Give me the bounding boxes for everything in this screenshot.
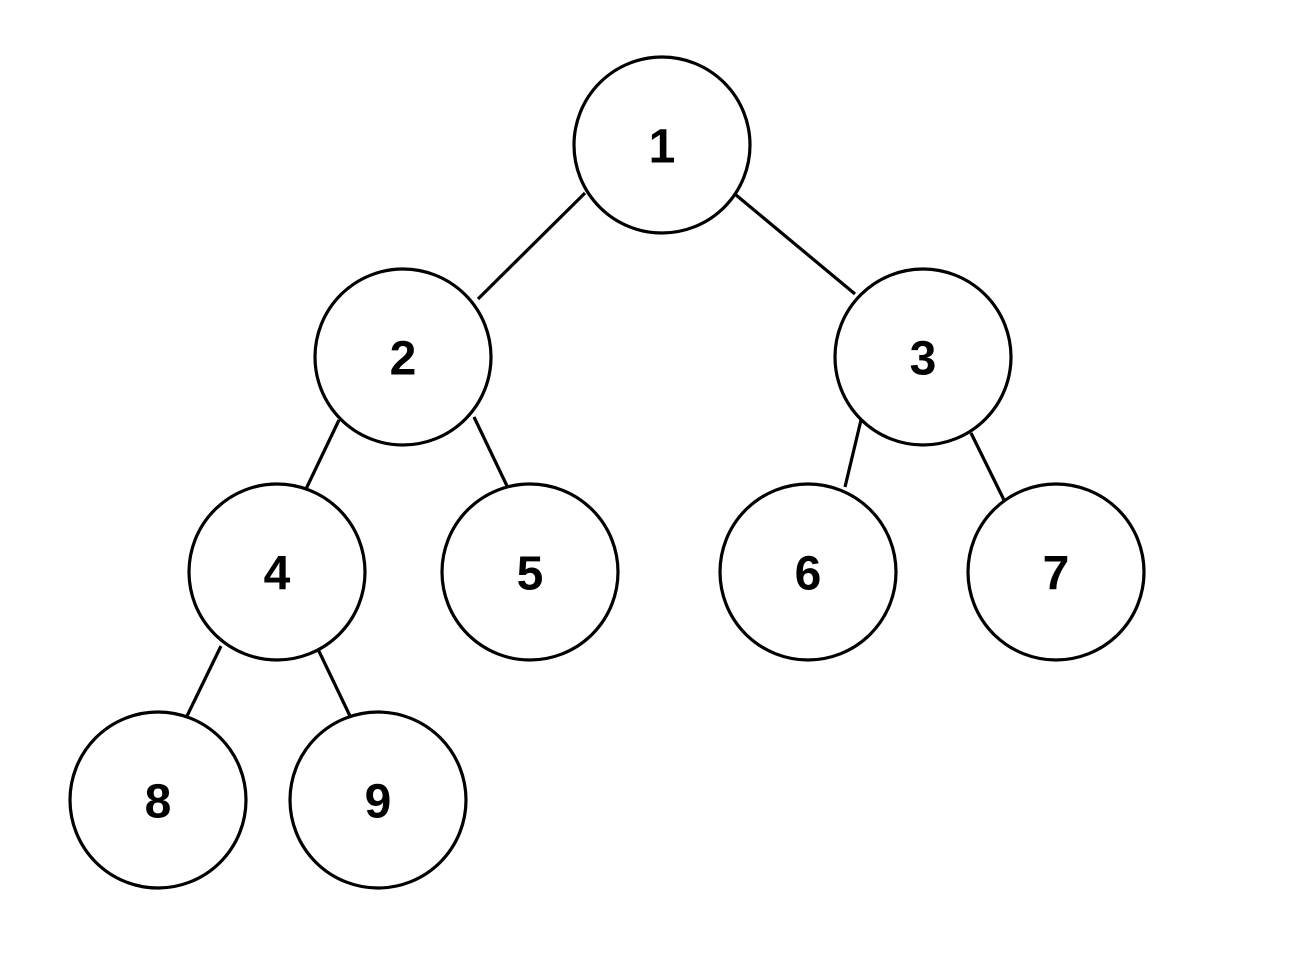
node-label: 1 (649, 121, 676, 174)
edge-1-2 (476, 191, 587, 301)
tree-node-2: 2 (313, 267, 493, 447)
node-label: 7 (1043, 548, 1070, 601)
node-circle (288, 710, 468, 890)
edge-3-7 (969, 432, 1006, 501)
node-label: 6 (795, 548, 822, 601)
edge-4-8 (185, 645, 223, 717)
node-label: 9 (365, 776, 392, 829)
node-circle (718, 482, 898, 662)
node-label: 3 (910, 333, 937, 386)
edge-3-6 (843, 419, 863, 488)
tree-node-7: 7 (966, 482, 1146, 662)
edge-2-5 (472, 416, 510, 489)
node-circle (440, 482, 620, 662)
tree-node-4: 4 (187, 482, 367, 662)
tree-node-3: 3 (833, 267, 1013, 447)
node-circle (187, 482, 367, 662)
tree-node-9: 9 (288, 710, 468, 890)
node-label: 2 (390, 333, 417, 386)
node-circle (313, 267, 493, 447)
tree-node-6: 6 (718, 482, 898, 662)
node-label: 5 (517, 548, 544, 601)
node-circle (966, 482, 1146, 662)
tree-node-8: 8 (68, 710, 248, 890)
edge-4-9 (314, 644, 352, 717)
node-label: 8 (145, 776, 172, 829)
node-circle (572, 55, 752, 235)
edge-1-3 (734, 193, 857, 296)
node-circle (68, 710, 248, 890)
tree-node-5: 5 (440, 482, 620, 662)
node-label: 4 (264, 548, 291, 601)
tree-node-1: 1 (572, 55, 752, 235)
node-circle (833, 267, 1013, 447)
edge-2-4 (304, 419, 341, 490)
